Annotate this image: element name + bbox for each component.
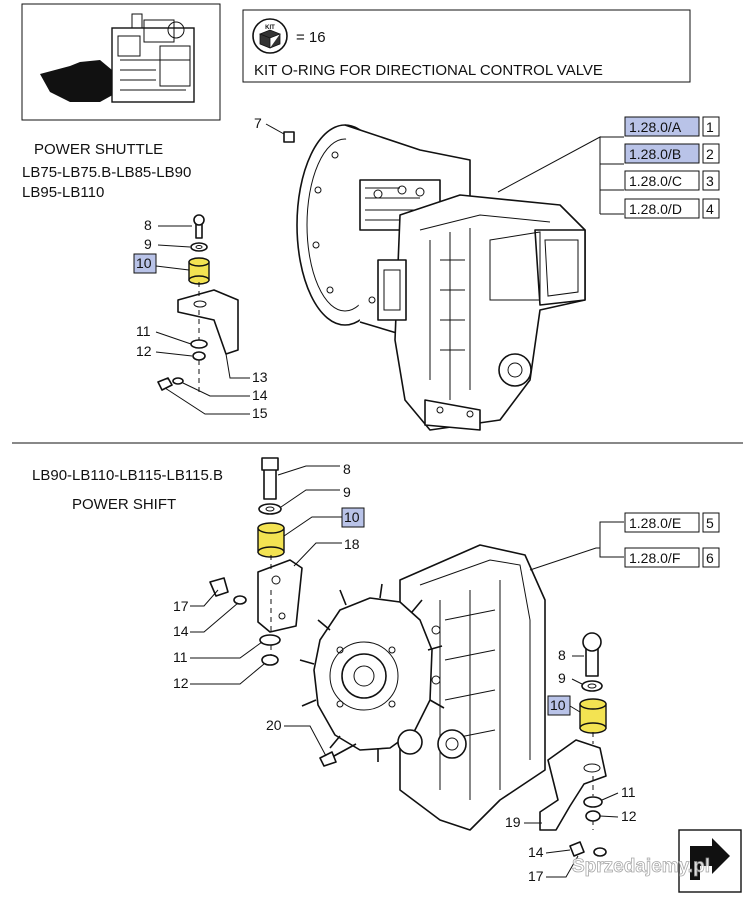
upper-models-line1: LB75-LB75.B-LB85-LB90	[22, 164, 191, 181]
ref-1-28-0-b-code: 1.28.0/B	[629, 146, 681, 162]
callout-15: 15	[252, 405, 268, 421]
kit-quantity: = 16	[296, 29, 326, 46]
callout-13: 13	[252, 369, 268, 385]
ref-index-box-3	[702, 170, 720, 191]
location-thumbnail	[21, 3, 221, 121]
callout-10-lower-right: 10	[550, 697, 566, 713]
kit-header: KIT = 16 KIT O-RING FOR DIRECTIONAL CONT…	[242, 9, 691, 83]
ref-index-1: 1	[706, 119, 714, 135]
ref-1-28-0-a[interactable]	[624, 116, 700, 137]
ref-1-28-0-e-code: 1.28.0/E	[629, 515, 681, 531]
power-shift-transmission	[299, 544, 546, 831]
callout-10-lower-right-highlight	[547, 695, 571, 716]
lower-left-mount-assembly	[209, 457, 357, 767]
power-shift-heading: POWER SHIFT	[72, 496, 176, 513]
ref-index-box-6	[702, 547, 720, 568]
callout-19: 19	[505, 814, 521, 830]
ref-index-5: 5	[706, 515, 714, 531]
callout-10-upper: 10	[136, 255, 152, 271]
ref-1-28-0-f[interactable]	[624, 547, 700, 568]
ref-1-28-0-f-code: 1.28.0/F	[629, 550, 680, 566]
ref-1-28-0-d[interactable]	[624, 198, 700, 219]
callout-12-upper: 12	[136, 343, 152, 359]
seal-plug-10-lower-left	[257, 522, 285, 558]
upper-models-line2: LB95-LB110	[22, 184, 104, 201]
next-page-arrow-icon[interactable]	[678, 829, 742, 893]
ref-index-6: 6	[706, 550, 714, 566]
callout-11-lower-left: 11	[173, 649, 188, 665]
ref-1-28-0-e[interactable]	[624, 512, 700, 533]
kit-icon: KIT	[252, 18, 288, 54]
ref-index-box-2	[702, 143, 720, 164]
seal-plug-10-lower-right	[579, 698, 607, 734]
callout-9-lower-left: 9	[343, 484, 351, 500]
ref-index-box-4	[702, 198, 720, 219]
callout-9-lower-right: 9	[558, 670, 566, 686]
callout-8-lower-right: 8	[558, 647, 566, 663]
callout-8-upper: 8	[144, 217, 152, 233]
ref-index-2: 2	[706, 146, 714, 162]
ref-index-4: 4	[706, 201, 714, 217]
callout-17-lower-right: 17	[528, 868, 544, 884]
callout-11-lower-right: 11	[621, 784, 636, 800]
seal-plug-10-upper	[188, 257, 210, 285]
ref-1-28-0-c-code: 1.28.0/C	[629, 173, 682, 189]
ref-1-28-0-c[interactable]	[624, 170, 700, 191]
upper-mount-assembly	[157, 214, 239, 395]
callout-14-upper: 14	[252, 387, 268, 403]
power-shuttle-heading: POWER SHUTTLE	[34, 141, 163, 158]
callout-20: 20	[266, 717, 282, 733]
callout-10-lower-left: 10	[344, 509, 360, 525]
watermark: Sprzedajemy.pl	[572, 856, 710, 877]
ref-index-3: 3	[706, 173, 714, 189]
engine-thumbnail-icon	[40, 13, 195, 103]
power-shuttle-transmission	[283, 124, 586, 431]
lower-models: LB90-LB110-LB115-LB115.B	[32, 467, 223, 484]
callout-14-lower-left: 14	[173, 623, 189, 639]
callout-12-lower-left: 12	[173, 675, 189, 691]
ref-1-28-0-d-code: 1.28.0/D	[629, 201, 682, 217]
lower-right-mount-assembly	[539, 632, 607, 857]
ref-index-box-5	[702, 512, 720, 533]
callout-8-lower-left: 8	[343, 461, 351, 477]
ref-1-28-0-b[interactable]	[624, 143, 700, 164]
lower-reference-table: 1.28.0/E 5 1.28.0/F 6	[529, 512, 720, 571]
callout-18: 18	[344, 536, 360, 552]
kit-icon-label: KIT	[265, 25, 275, 31]
callout-9-upper: 9	[144, 236, 152, 252]
callout-7: 7	[254, 115, 262, 131]
callout-12-lower-right: 12	[621, 808, 637, 824]
upper-reference-table: 1.28.0/A 1 1.28.0/B 2 1.28.0/C 3 1.28.0/…	[497, 116, 720, 219]
kit-title: KIT O-RING FOR DIRECTIONAL CONTROL VALVE	[254, 62, 603, 79]
callout-11-upper: 11	[136, 323, 151, 339]
ref-index-box-1	[702, 116, 720, 137]
ref-1-28-0-a-code: 1.28.0/A	[629, 119, 682, 135]
callout-17-lower-left: 17	[173, 598, 189, 614]
callout-14-lower-right: 14	[528, 844, 544, 860]
callout-10-upper-highlight	[133, 253, 157, 274]
